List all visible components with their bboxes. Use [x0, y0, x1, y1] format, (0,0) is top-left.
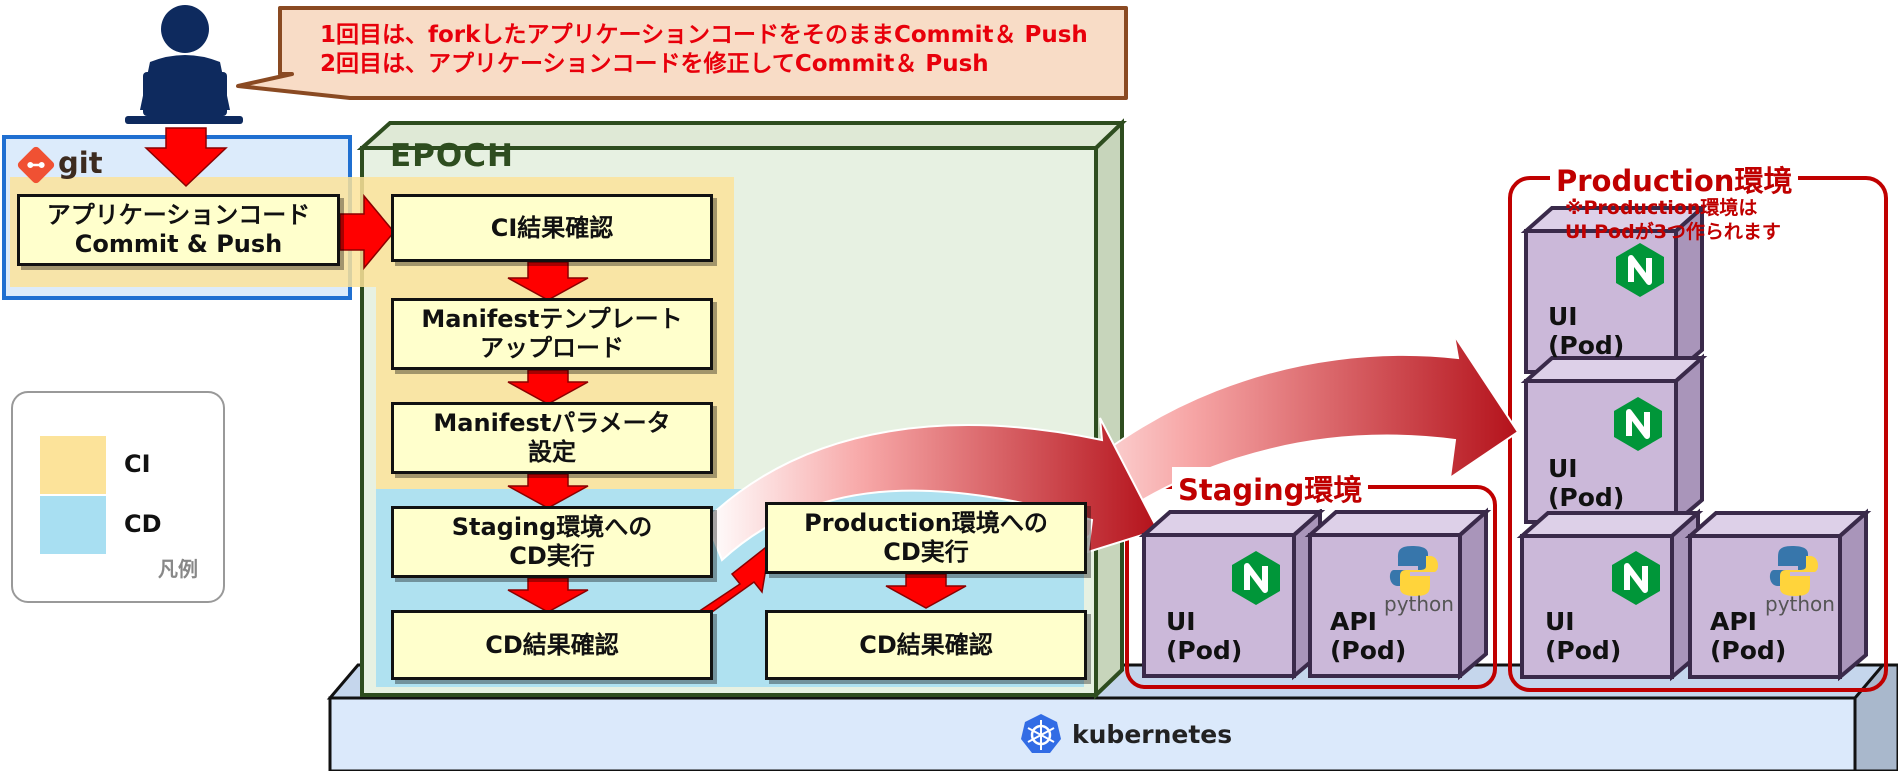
production-ui-pod-3-label: UI (Pod)	[1545, 607, 1621, 665]
pod-type: (Pod)	[1545, 636, 1622, 665]
staging-cd-run-box: Staging環境への CD実行	[391, 506, 713, 578]
callout-bubble	[236, 6, 1128, 100]
pod-cubes	[1138, 203, 1872, 682]
commit-push-box: アプリケーションコード Commit & Push	[17, 194, 340, 266]
user-icon	[125, 5, 243, 124]
production-api-pod-label: API (Pod)	[1710, 607, 1786, 665]
ci-result-check-box: CI結果確認	[391, 194, 713, 262]
arrow-commit-to-ci	[339, 193, 395, 271]
callout-line-2: 2回目は、アプリケーションコードを修正してCommit＆ Push	[320, 51, 989, 77]
python-logo-text: python	[1384, 592, 1454, 616]
python-icon	[1769, 546, 1819, 596]
production-cd-run-box: Production環境への CD実行	[765, 502, 1087, 574]
pod-type: (Pod)	[1548, 483, 1625, 512]
python-logo-text: python	[1765, 592, 1835, 616]
legend-ci-label: CI	[124, 450, 151, 478]
pod-name: API	[1330, 607, 1377, 636]
manifest-template-upload-box: Manifestテンプレート アップロード	[391, 298, 713, 370]
nginx-icon	[1616, 243, 1664, 297]
staging-title: Staging環境	[1172, 467, 1369, 509]
git-label: git	[58, 146, 103, 180]
python-icons	[1389, 546, 1819, 596]
nginx-icon	[1232, 551, 1280, 605]
production-note-line-1: ※Production環境は	[1565, 197, 1758, 219]
production-note-line-2: UI Podが3つ作られます	[1565, 221, 1781, 243]
pod-type: (Pod)	[1330, 636, 1407, 665]
kubernetes-icon	[1021, 714, 1061, 753]
arrow-ci-to-template	[507, 261, 589, 301]
pod-type: (Pod)	[1710, 636, 1787, 665]
staging-api-pod-label: API (Pod)	[1330, 607, 1406, 665]
epoch-title: EPOCH	[390, 138, 514, 174]
pod-name: UI	[1548, 454, 1578, 483]
production-cd-result-box: CD結果確認	[765, 610, 1087, 680]
legend-cd-label: CD	[124, 510, 162, 538]
staging-cd-result-box: CD結果確認	[391, 610, 713, 680]
pod-name: UI	[1548, 302, 1578, 331]
legend-box	[11, 391, 225, 603]
nginx-icon	[1612, 551, 1660, 605]
arrow-template-to-param	[507, 369, 589, 405]
staging-ui-pod-label: UI (Pod)	[1166, 607, 1242, 665]
production-ui-pod-1-label: UI (Pod)	[1548, 302, 1624, 360]
git-logo-icon	[17, 146, 55, 184]
arrow-user-to-commit	[144, 127, 228, 188]
flow-arrows	[144, 127, 967, 613]
production-ui-pod-2-label: UI (Pod)	[1548, 454, 1624, 512]
pod-name: UI	[1545, 607, 1575, 636]
arrow-param-to-staging	[507, 473, 589, 509]
production-title: Production環境	[1550, 158, 1799, 200]
pod-type: (Pod)	[1548, 331, 1625, 360]
callout-line-1: 1回目は、forkしたアプリケーションコードをそのままCommit＆ Push	[320, 22, 1088, 48]
python-icon	[1389, 546, 1439, 596]
manifest-parameter-box: Manifestパラメータ 設定	[391, 402, 713, 474]
nginx-icon	[1614, 397, 1662, 451]
nginx-icons	[1232, 243, 1664, 605]
arrow-prod-to-check	[885, 573, 967, 609]
pod-type: (Pod)	[1166, 636, 1243, 665]
kubernetes-label: kubernetes	[1072, 720, 1233, 749]
legend-caption: 凡例	[158, 557, 198, 581]
pod-name: API	[1710, 607, 1757, 636]
pod-name: UI	[1166, 607, 1196, 636]
arrow-staging-to-check	[507, 577, 589, 613]
